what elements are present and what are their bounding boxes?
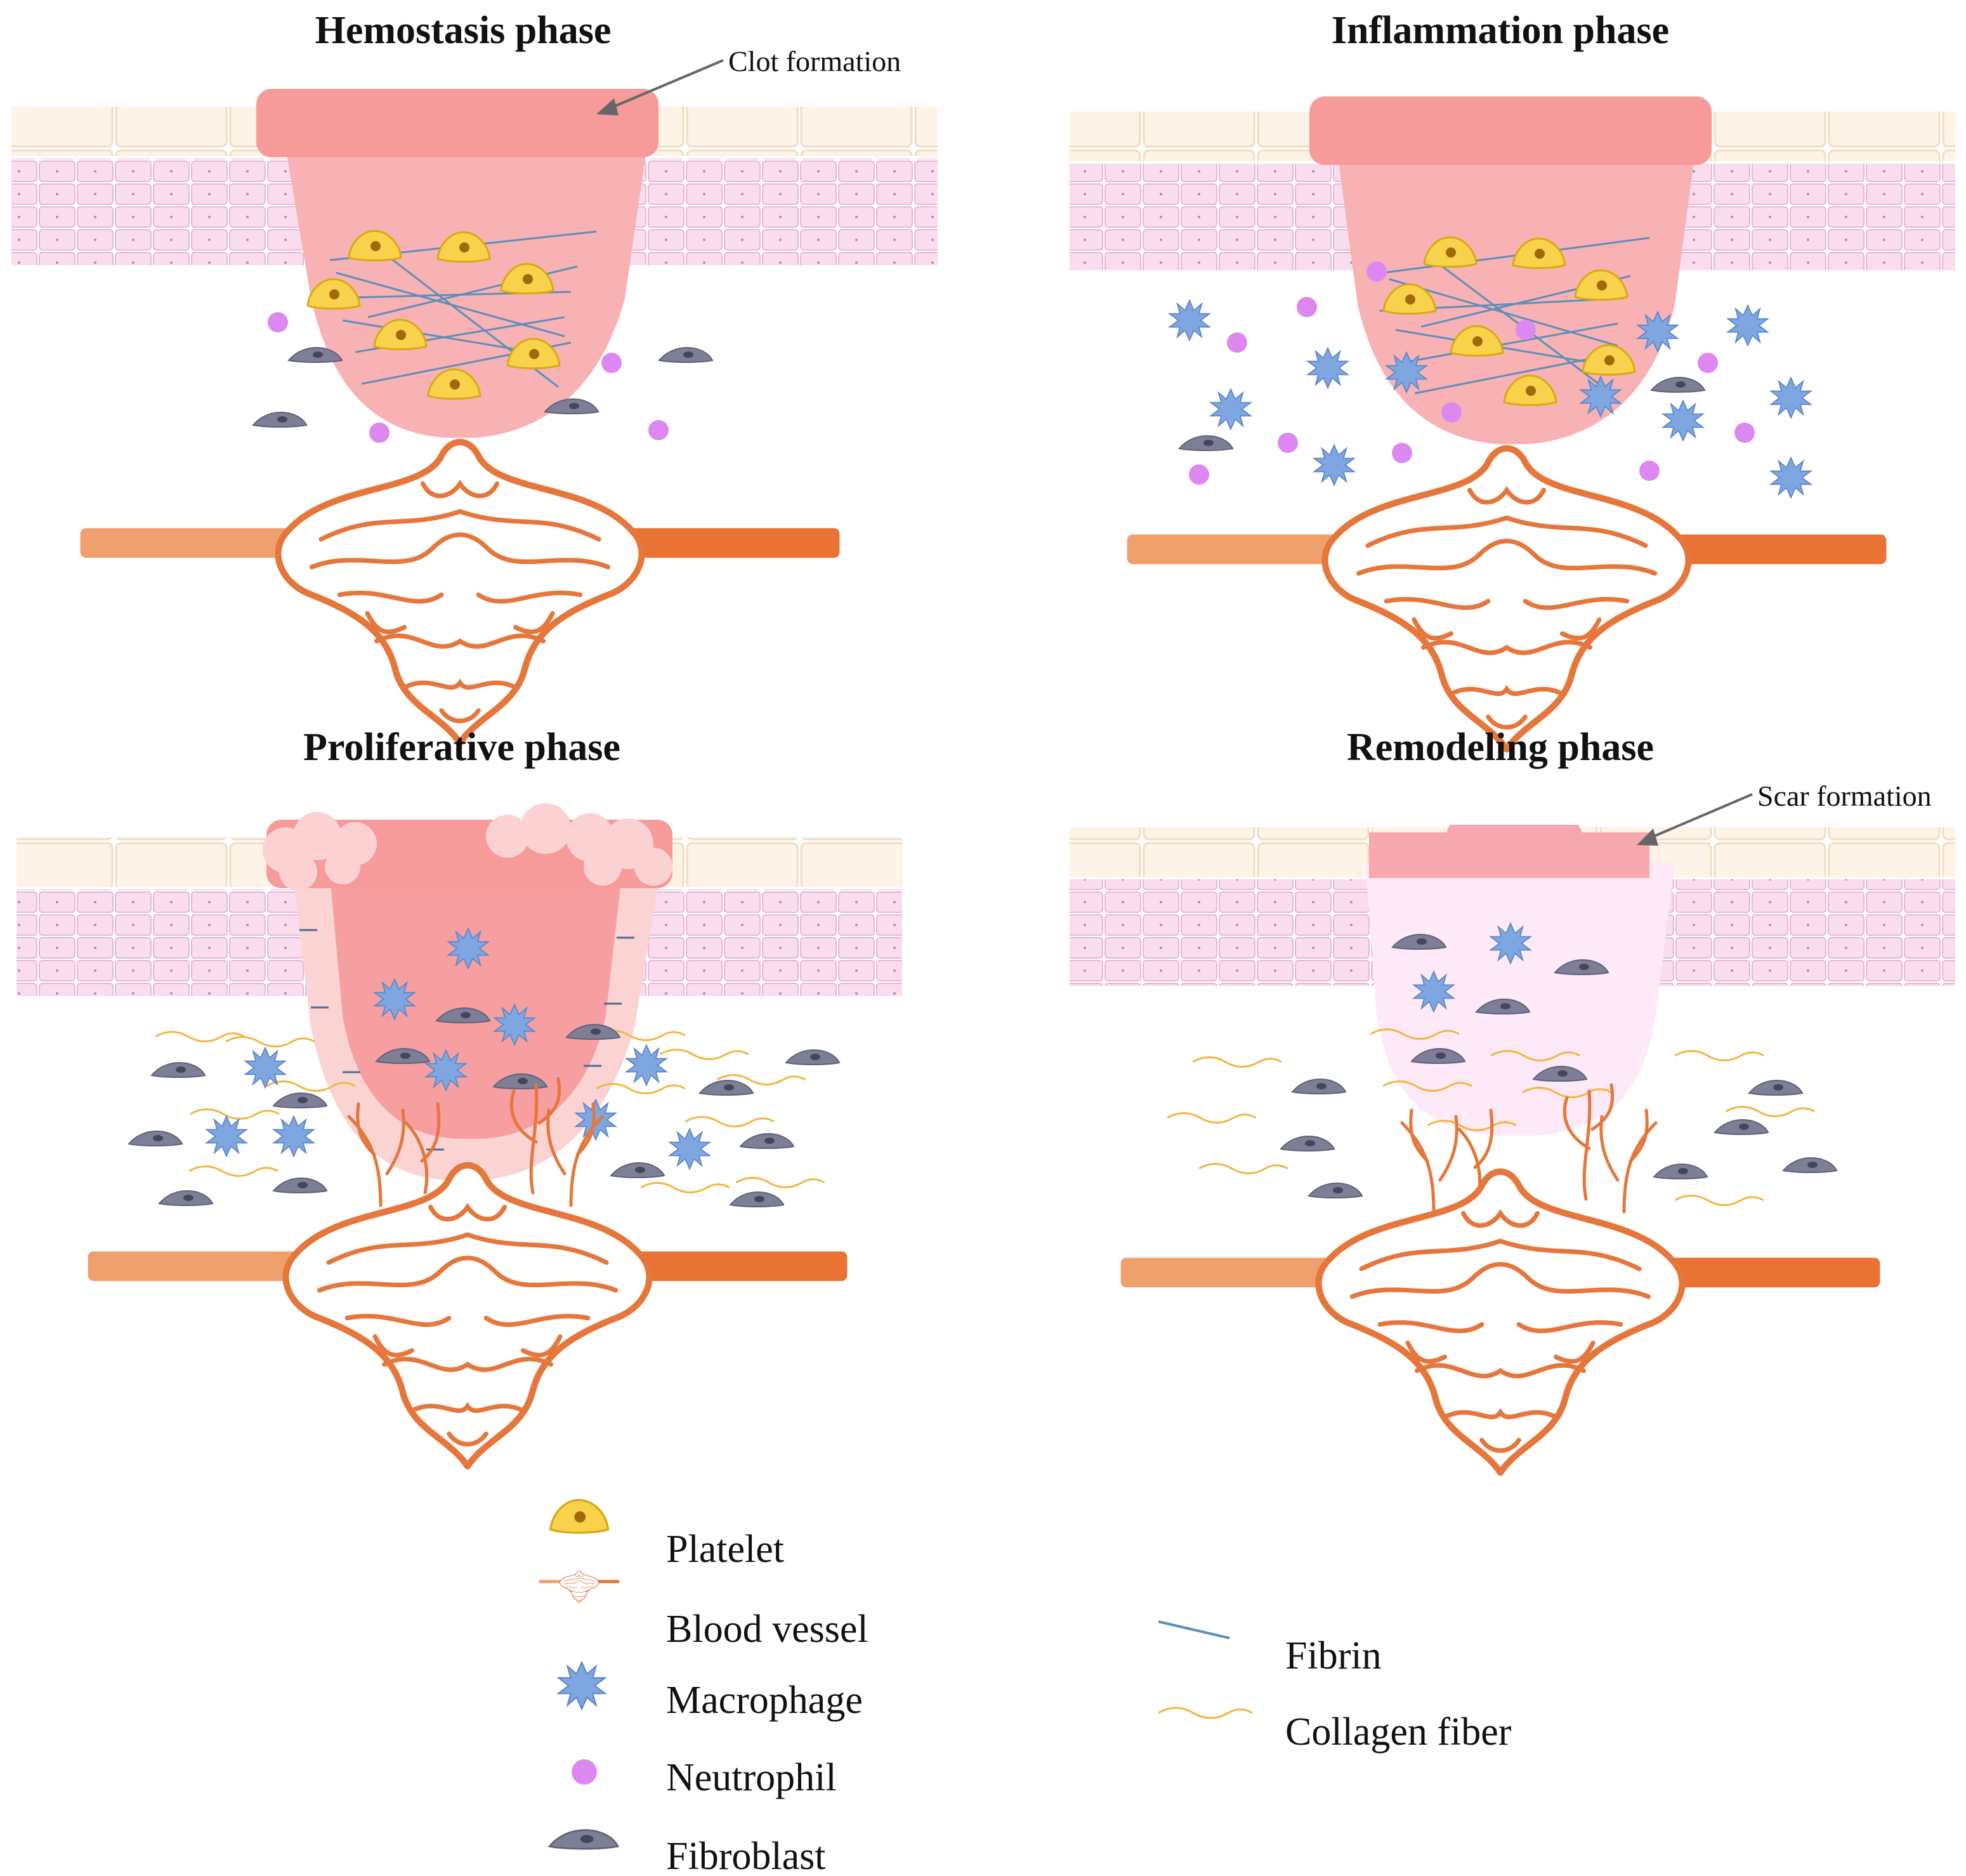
clot-arrow (607, 59, 724, 110)
phase-title-inflammation: Inflammation phase (1332, 9, 1669, 52)
platelet-icon (549, 1499, 610, 1534)
fibrin-icon (1158, 1620, 1230, 1639)
legend-neutrophil-label: Neutrophil (666, 1756, 837, 1799)
scar-arrow (1648, 793, 1753, 840)
scar-formation-label: Scar formation (1757, 780, 1932, 812)
blood-vessel (81, 442, 840, 743)
wound-bed (330, 876, 622, 1139)
legend: Platelet Blood vessel Macrophage Neutrop… (539, 1499, 1512, 1876)
legend-blood-vessel-label: Blood vessel (666, 1608, 868, 1651)
legend-platelet-label: Platelet (666, 1528, 784, 1571)
collagen-fiber-icon (1158, 1707, 1252, 1719)
blood-vessel (1121, 1172, 1880, 1473)
scab-edges (263, 803, 672, 891)
panel-remodeling: Remodeling phase (1070, 726, 1955, 1473)
scar-tissue (1365, 863, 1675, 1136)
clot-formation-label: Clot formation (728, 45, 901, 77)
legend-fibroblast-label: Fibroblast (666, 1835, 825, 1876)
blood-vessel (1127, 449, 1887, 749)
panel-proliferative: Proliferative phase (16, 726, 902, 1466)
phase-title-hemostasis: Hemostasis phase (315, 9, 612, 52)
macrophage-icon (558, 1662, 606, 1710)
phase-title-remodeling: Remodeling phase (1347, 726, 1654, 769)
clot (256, 89, 659, 157)
panel-hemostasis: Hemostasis phase (11, 9, 938, 743)
blood-vessel (88, 1165, 848, 1466)
migration-marks (299, 929, 634, 1151)
fibroblast-icon (548, 1829, 619, 1850)
legend-fibrin-label: Fibrin (1285, 1634, 1382, 1677)
scar (1369, 825, 1649, 878)
phase-title-proliferative: Proliferative phase (303, 726, 620, 769)
clot (1309, 96, 1712, 165)
blood-vessel-icon (539, 1570, 620, 1603)
legend-collagen-label: Collagen fiber (1285, 1710, 1512, 1754)
neutrophil-icon (572, 1759, 597, 1785)
panel-inflammation: Inflammation phase (1070, 9, 1955, 749)
legend-macrophage-label: Macrophage (666, 1679, 863, 1722)
